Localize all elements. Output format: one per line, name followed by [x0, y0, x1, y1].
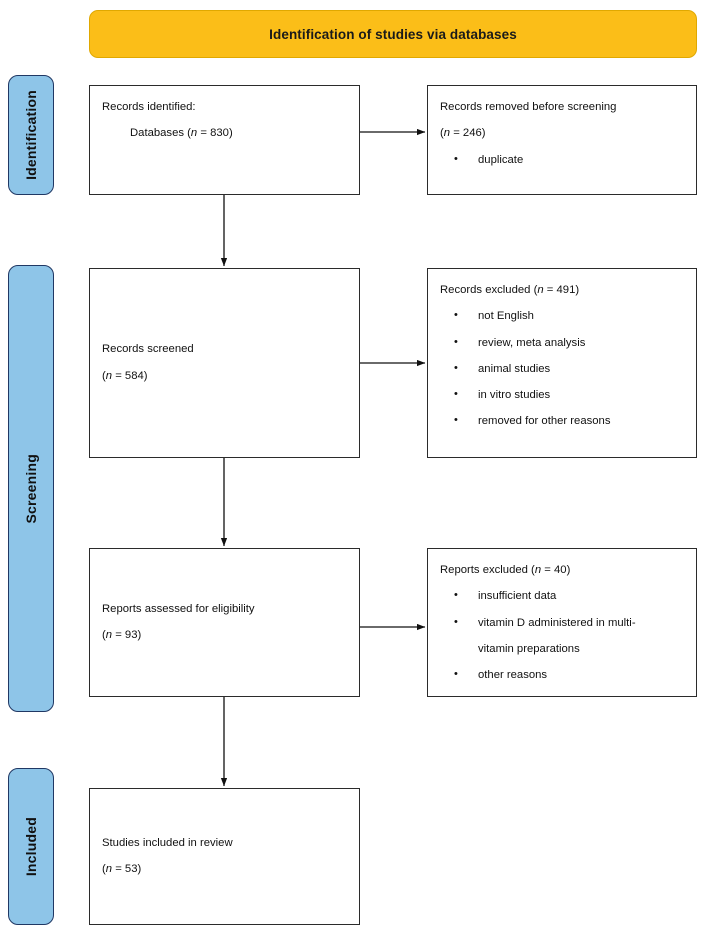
list-item: not English: [440, 308, 684, 324]
studies-included-heading: Studies included in review: [102, 836, 233, 849]
records-excluded-reasons: not English review, meta analysis animal…: [440, 298, 684, 429]
box-reports-assessed: Reports assessed for eligibility (n = 93…: [89, 548, 360, 697]
list-item: in vitro studies: [440, 387, 684, 403]
n-italic: n: [105, 863, 113, 875]
list-item-line: vitamin D administered in multi-: [478, 616, 636, 629]
reports-assessed-count: (n = 93): [102, 629, 142, 641]
n-italic: n: [105, 629, 113, 641]
records-screened-count: (n = 584): [102, 369, 148, 382]
list-item: vitamin D administered in multi-vitamin …: [440, 615, 684, 658]
n-italic: n: [443, 127, 451, 140]
records-removed-reasons: duplicate: [440, 142, 684, 168]
reports-excluded-heading: Reports excluded (n = 40): [440, 564, 571, 576]
records-removed-count: (n = 246): [440, 127, 486, 140]
reports-excluded-reasons: insufficient data vitamin D administered…: [440, 578, 684, 683]
stage-bar-identification: Identification: [8, 75, 54, 195]
list-item: duplicate: [440, 151, 684, 168]
header-banner: Identification of studies via databases: [89, 10, 697, 58]
n-italic: n: [537, 284, 544, 296]
records-identified-heading: Records identified:: [102, 101, 196, 113]
stage-label-identification: Identification: [23, 90, 39, 180]
box-records-screened: Records screened (n = 584): [89, 268, 360, 458]
studies-included-count: (n = 53): [102, 863, 142, 875]
box-records-removed: Records removed before screening (n = 24…: [427, 85, 697, 195]
box-studies-included: Studies included in review (n = 53): [89, 788, 360, 925]
records-screened-heading: Records screened: [102, 343, 194, 356]
box-records-excluded: Records excluded (n = 491) not English r…: [427, 268, 697, 458]
box-records-identified: Records identified: Databases (n = 830): [89, 85, 360, 195]
reports-assessed-heading: Reports assessed for eligibility: [102, 602, 255, 615]
box-reports-excluded: Reports excluded (n = 40) insufficient d…: [427, 548, 697, 697]
stage-label-included: Included: [23, 816, 39, 877]
stage-bar-screening: Screening: [8, 265, 54, 712]
n-italic: n: [105, 369, 113, 382]
records-excluded-heading: Records excluded (n = 491): [440, 284, 580, 296]
list-item: removed for other reasons: [440, 413, 684, 429]
records-identified-databases: Databases (n = 830): [130, 127, 233, 140]
n-italic: n: [190, 127, 198, 140]
stage-bar-included: Included: [8, 768, 54, 925]
banner-title: Identification of studies via databases: [269, 26, 517, 42]
list-item: animal studies: [440, 361, 684, 377]
list-item: insufficient data: [440, 588, 684, 604]
list-item: other reasons: [440, 667, 684, 683]
n-italic: n: [534, 564, 542, 576]
list-item: review, meta analysis: [440, 334, 684, 351]
records-removed-heading: Records removed before screening: [440, 101, 617, 113]
list-item-line: vitamin preparations: [478, 642, 580, 655]
stage-label-screening: Screening: [23, 453, 39, 524]
